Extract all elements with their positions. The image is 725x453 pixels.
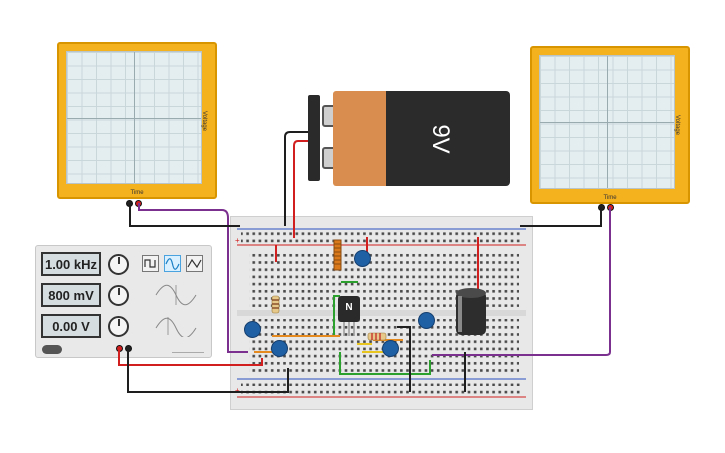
- electrolytic-capacitor: [456, 291, 486, 335]
- amplitude-diagram: [155, 284, 197, 306]
- offset-diagram: [155, 317, 197, 337]
- function-generator[interactable]: 1.00 kHz 800 mV 0.00 V: [35, 245, 212, 358]
- oscilloscope-right-x-label: Time: [603, 195, 617, 201]
- wire-black-right-scope: [520, 207, 602, 227]
- battery-cap: [308, 95, 320, 181]
- wire-black-battery: [284, 131, 308, 226]
- amplitude-knob[interactable]: [108, 285, 129, 306]
- oscilloscope-left-x-label: Time: [130, 190, 144, 196]
- oscilloscope-left-screen: [66, 51, 202, 184]
- square-wave-icon: [144, 259, 156, 268]
- sine-wave-icon: [165, 258, 180, 270]
- transistor-body: [338, 296, 360, 322]
- svg-text:+: +: [235, 236, 240, 245]
- wire-black-generator: [127, 350, 289, 393]
- power-switch[interactable]: [42, 345, 62, 354]
- wire-black-left-scope: [129, 203, 240, 227]
- frequency-display: 1.00 kHz: [41, 252, 101, 276]
- capacitor-ceramic-3[interactable]: [271, 340, 288, 357]
- resistor-right: [367, 332, 387, 341]
- triangle-wave-button[interactable]: [186, 255, 203, 272]
- triangle-wave-icon: [187, 258, 202, 269]
- inductor: [333, 239, 342, 271]
- svg-text:+: +: [235, 386, 240, 395]
- wire-red-generator: [118, 350, 263, 366]
- wire-red-battery: [293, 140, 308, 238]
- wire-green-emitter: [339, 352, 431, 375]
- battery-black-section: [386, 91, 510, 186]
- oscilloscope-right[interactable]: Voltage Time: [530, 46, 690, 204]
- wire-purple-left-scope: [138, 203, 248, 353]
- oscilloscope-left[interactable]: Voltage Time: [57, 42, 217, 199]
- amplitude-display: 800 mV: [41, 283, 101, 307]
- dc-offset-display: 0.00 V: [41, 314, 101, 338]
- wire-black-gnd-1: [397, 326, 411, 392]
- capacitor-ceramic-4[interactable]: [418, 312, 435, 329]
- battery-9v[interactable]: 9V: [308, 91, 510, 186]
- dc-offset-knob[interactable]: [108, 316, 129, 337]
- oscilloscope-right-screen: [539, 55, 675, 189]
- square-wave-button[interactable]: [142, 255, 159, 272]
- capacitor-ceramic-2[interactable]: [244, 321, 261, 338]
- sine-wave-button[interactable]: [164, 255, 181, 272]
- transistor-label: N: [345, 302, 353, 313]
- capacitor-ceramic-1[interactable]: [354, 250, 371, 267]
- capacitor-ceramic-5[interactable]: [382, 340, 399, 357]
- wire-purple-right-scope: [432, 207, 611, 356]
- frequency-knob[interactable]: [108, 254, 129, 275]
- brand-logo: [172, 345, 204, 353]
- wire-green-base: [272, 295, 340, 337]
- battery-copper-section: [333, 91, 388, 186]
